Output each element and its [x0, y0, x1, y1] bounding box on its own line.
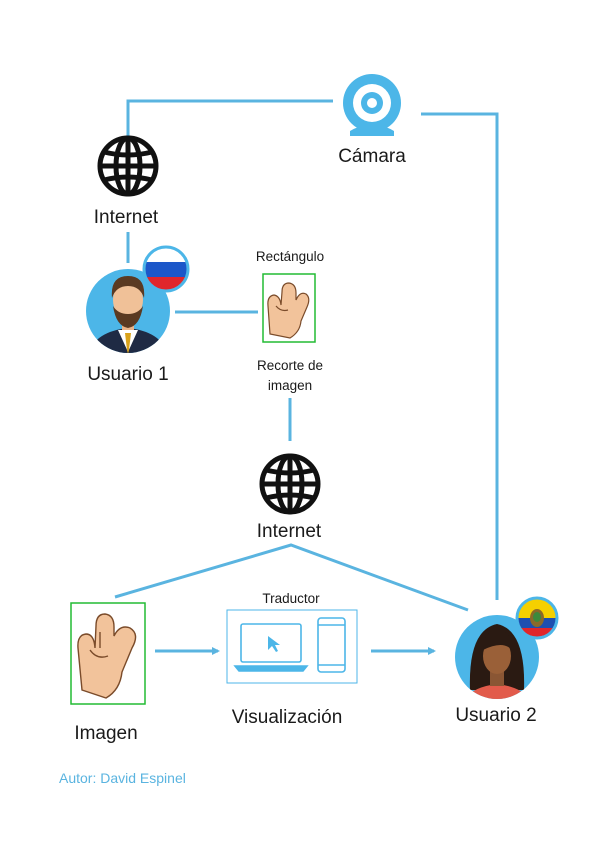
internet-mid-label: Internet: [257, 521, 322, 542]
internet-mid-node: Internet: [257, 453, 322, 542]
crop-label-line2: imagen: [268, 378, 312, 393]
internet-top-node: Internet: [94, 135, 159, 228]
image-node: Imagen: [70, 602, 146, 744]
hand-icon: [267, 282, 310, 339]
russia-flag-icon: [142, 245, 190, 293]
crop-label-line1: Recorte de: [257, 358, 323, 373]
image-frame: [70, 602, 146, 705]
globe-icon: [259, 453, 321, 515]
ecuador-flag-icon: [515, 596, 559, 640]
connector-camera-user2: [421, 112, 499, 600]
man-avatar-icon: [86, 269, 170, 353]
crop-rectangle: [262, 273, 316, 343]
user1-label: Usuario 1: [87, 364, 168, 385]
connector-internet-camera: [126, 99, 333, 143]
user1-node: Usuario 1: [86, 245, 190, 385]
woman-avatar-icon: [455, 615, 539, 699]
translator-label: Traductor: [262, 591, 320, 606]
translator-node: Traductor Visualización: [226, 591, 358, 728]
internet-top-label: Internet: [94, 207, 159, 228]
laptop-phone-icon: [233, 617, 346, 673]
image-label: Imagen: [74, 723, 137, 744]
user2-label: Usuario 2: [455, 705, 536, 726]
webcam-icon: [343, 74, 401, 136]
translator-frame: [226, 609, 358, 684]
hand-icon: [77, 613, 137, 699]
user2-node: Usuario 2: [455, 596, 559, 726]
visualization-label: Visualización: [232, 707, 343, 728]
crop-node: Rectángulo Recorte de imagen: [256, 249, 324, 393]
globe-icon: [97, 135, 159, 197]
camera-node: Cámara: [338, 74, 406, 167]
camera-label: Cámara: [338, 146, 406, 167]
connector-internet-branches: [114, 543, 469, 612]
author-credit: Autor: David Espinel: [59, 770, 186, 786]
connectors: [114, 99, 499, 655]
rectangle-label: Rectángulo: [256, 249, 324, 264]
